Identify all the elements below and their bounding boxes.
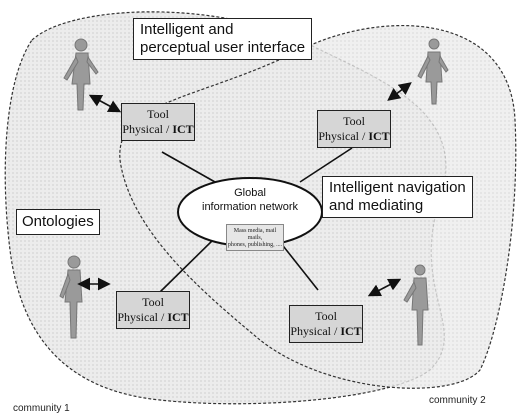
tool-title: Tool — [315, 309, 337, 323]
tool-subtitle: Physical / ICT — [290, 324, 362, 339]
double-arrow-top-left — [88, 94, 122, 113]
callout-ontologies-label: Ontologies — [22, 213, 94, 230]
tool-subtitle-prefix: Physical / — [290, 324, 341, 338]
person-figure-top-right — [417, 38, 449, 105]
callout-navigation: Intelligent navigation and mediating — [322, 176, 473, 218]
callout-user-interface: Intelligent and perceptual user interfac… — [133, 18, 313, 60]
tool-box-top-left: Tool Physical / ICT — [121, 103, 195, 141]
double-arrow-top-right — [387, 82, 412, 101]
global-network-line2: information network — [202, 201, 298, 213]
tool-subtitle: Physical / ICT — [117, 310, 189, 325]
tool-subtitle-bold: ICT — [368, 129, 390, 143]
global-network-label: Global information network — [193, 186, 307, 214]
person-figure-top-left — [63, 38, 99, 111]
tool-box-top-right: Tool Physical / ICT — [317, 110, 391, 148]
callout-ontologies: Ontologies — [16, 209, 100, 235]
tool-subtitle-prefix: Physical / — [318, 129, 369, 143]
person-figure-bottom-right — [403, 264, 429, 346]
community-2-label: community 2 — [429, 395, 486, 406]
global-network-line1: Global — [234, 187, 266, 199]
tool-box-bottom-left: Tool Physical / ICT — [116, 291, 190, 329]
callout-user-interface-line1: Intelligent and — [140, 21, 234, 38]
network-media-line1: Mass media, mail mails, — [233, 228, 277, 241]
community-1-label: community 1 — [13, 403, 70, 414]
tool-subtitle-bold: ICT — [167, 310, 189, 324]
tool-subtitle-prefix: Physical / — [117, 310, 168, 324]
connector-top-right — [299, 147, 353, 183]
network-media-box: Mass media, mail mails, phones, publishi… — [226, 224, 284, 251]
tool-subtitle-bold: ICT — [340, 324, 362, 338]
connector-top-left — [161, 151, 216, 183]
tool-subtitle-prefix: Physical / — [122, 122, 173, 136]
callout-navigation-line1: Intelligent navigation — [329, 179, 466, 196]
tool-subtitle-bold: ICT — [172, 122, 194, 136]
connector-bottom-left — [159, 237, 216, 293]
network-media-line2: phones, publishing, .... — [227, 242, 283, 248]
tool-box-bottom-right: Tool Physical / ICT — [289, 305, 363, 343]
tool-title: Tool — [343, 114, 365, 128]
tool-subtitle: Physical / ICT — [122, 122, 194, 137]
double-arrow-bottom-right — [367, 278, 402, 297]
callout-navigation-line2: and mediating — [329, 197, 424, 214]
connector-bottom-right — [279, 241, 319, 291]
tool-title: Tool — [147, 107, 169, 121]
callout-user-interface-line2: perceptual user interface — [140, 39, 306, 56]
tool-subtitle: Physical / ICT — [318, 129, 390, 144]
tool-title: Tool — [142, 295, 164, 309]
